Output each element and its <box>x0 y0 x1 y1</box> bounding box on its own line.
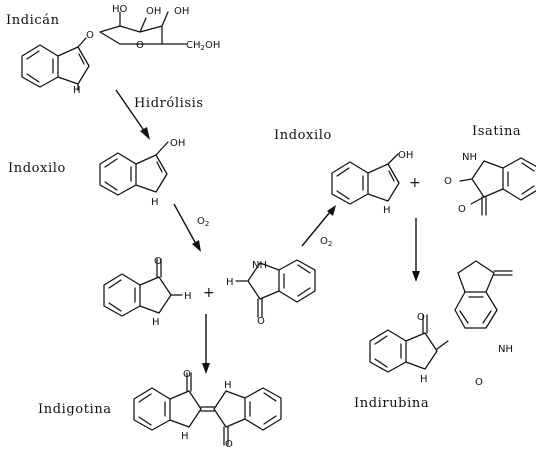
svg-text:H: H <box>420 374 428 385</box>
label-indigotina: Indigotina <box>38 402 112 417</box>
label-isatina: Isatina <box>472 124 521 139</box>
label-hidrolisis: Hidrólisis <box>134 96 204 111</box>
svg-text:NH: NH <box>462 152 477 163</box>
svg-text:CH2OH: CH2OH <box>186 40 220 52</box>
svg-text:H: H <box>383 205 391 216</box>
svg-text:O: O <box>257 316 265 327</box>
svg-text:H: H <box>226 277 234 288</box>
svg-text:O: O <box>417 312 425 323</box>
indoxilo-radical-right: NH O H <box>226 259 316 327</box>
isatina-structure: NH O O <box>444 152 536 216</box>
svg-text:O: O <box>86 30 94 41</box>
arrow-oxidation-left <box>173 203 201 252</box>
plus-sign-right: + <box>409 175 421 191</box>
arrow-to-indirubina <box>412 218 420 282</box>
indoxilo-structure-left: OH H <box>99 138 185 208</box>
svg-text:O: O <box>475 377 483 388</box>
svg-text:O: O <box>444 176 452 187</box>
svg-text:O: O <box>458 204 466 215</box>
indirubina-structure: O H NH O <box>369 260 513 388</box>
svg-text:O: O <box>136 40 144 51</box>
svg-text:H: H <box>73 85 81 96</box>
indoxilo-radical-left: O H H <box>103 256 192 328</box>
svg-text:H: H <box>181 431 189 442</box>
svg-text:OH: OH <box>146 6 161 17</box>
svg-text:H: H <box>184 291 192 302</box>
svg-text:O: O <box>183 369 191 380</box>
arrow-to-indigotina <box>202 314 210 374</box>
svg-text:O: O <box>225 439 233 450</box>
label-indoxilo-left: Indoxilo <box>8 161 66 176</box>
indoxilo-structure-right: OH H <box>331 150 413 216</box>
label-indoxilo-right: Indoxilo <box>274 128 332 143</box>
svg-text:NH: NH <box>498 344 513 355</box>
svg-text:NH: NH <box>252 260 267 271</box>
svg-text:H: H <box>151 197 159 208</box>
svg-text:O: O <box>154 256 162 267</box>
svg-text:H: H <box>224 380 232 391</box>
reagent-o2-center: O2 <box>320 236 332 248</box>
svg-text:H: H <box>152 317 160 328</box>
label-indirubina: Indirubina <box>354 396 429 411</box>
arrow-hydrolysis <box>115 89 150 140</box>
arrow-oxidation-center <box>301 205 336 247</box>
indigotina-structure: O O H H <box>133 369 282 450</box>
svg-text:HO: HO <box>112 4 128 15</box>
indican-structure: H N O O HO OH OH CH2OH <box>21 4 220 96</box>
reagent-o2-left: O2 <box>197 216 209 228</box>
svg-text:OH: OH <box>170 138 185 149</box>
svg-text:OH: OH <box>398 150 413 161</box>
plus-sign-center: + <box>203 285 215 301</box>
label-indican: Indicán <box>6 13 60 28</box>
svg-text:OH: OH <box>174 6 189 17</box>
